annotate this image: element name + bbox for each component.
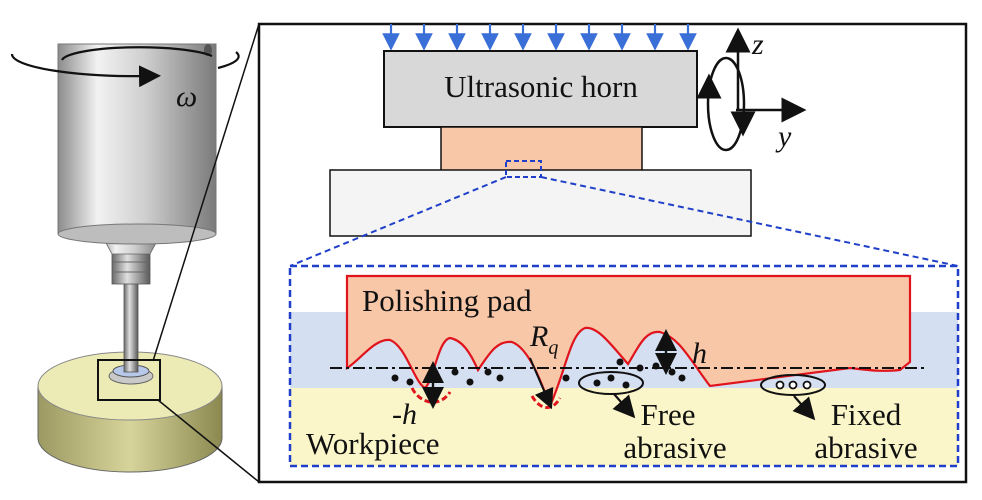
- h-label: h: [692, 337, 707, 370]
- neg-h-label: -h: [392, 398, 417, 431]
- fixed-abrasive-arrow: [792, 395, 816, 421]
- workpiece-label: Workpiece: [306, 426, 440, 461]
- zoom-box-detail: [505, 160, 542, 178]
- zoom-line-top: [152, 23, 260, 362]
- free-abrasive-particles: [593, 374, 630, 389]
- rq-label: Rq: [529, 320, 558, 359]
- detail-zoom-frame: [288, 264, 960, 468]
- polishing-pad-block: [440, 126, 643, 172]
- fixed-abrasive-particles: [775, 380, 812, 390]
- free-abrasive-label-1: Free: [640, 397, 695, 432]
- machine-illustration: ω: [10, 43, 240, 473]
- abrasive-particles: [391, 358, 686, 386]
- rq-label-main: R: [529, 320, 548, 353]
- free-abrasive-ellipse: [578, 371, 644, 395]
- free-abrasive-label-2: abrasive: [623, 430, 726, 465]
- fixed-abrasive-label-1: Fixed: [831, 397, 902, 432]
- tool-shaft: [123, 281, 139, 373]
- omega-label: ω: [176, 80, 197, 113]
- ultrasonic-horn: [383, 50, 698, 128]
- fixed-abrasive-label-2: abrasive: [814, 430, 917, 465]
- workpiece-block: [329, 169, 752, 237]
- polishing-pad-label: Polishing pad: [362, 283, 532, 318]
- zoom-line-bottom: [157, 399, 260, 483]
- rotation-arrow-icon: [10, 46, 240, 88]
- zoom-dash-left: [289, 176, 507, 267]
- rq-label-sub: q: [548, 337, 558, 359]
- zoom-box-small: [97, 359, 161, 401]
- pressure-arrows: [382, 24, 697, 51]
- microscopic-detail: [290, 274, 958, 466]
- free-abrasive-arrow: [612, 393, 636, 419]
- rq-pointer-arrow: [529, 357, 554, 410]
- fixed-abrasive-ellipse: [760, 374, 826, 396]
- horn-label: Ultrasonic horn: [444, 69, 638, 104]
- yz-axis-icon: [696, 27, 807, 152]
- z-axis-label: z: [751, 28, 764, 61]
- zoom-dash-right: [540, 176, 959, 267]
- y-axis-label: y: [775, 120, 792, 153]
